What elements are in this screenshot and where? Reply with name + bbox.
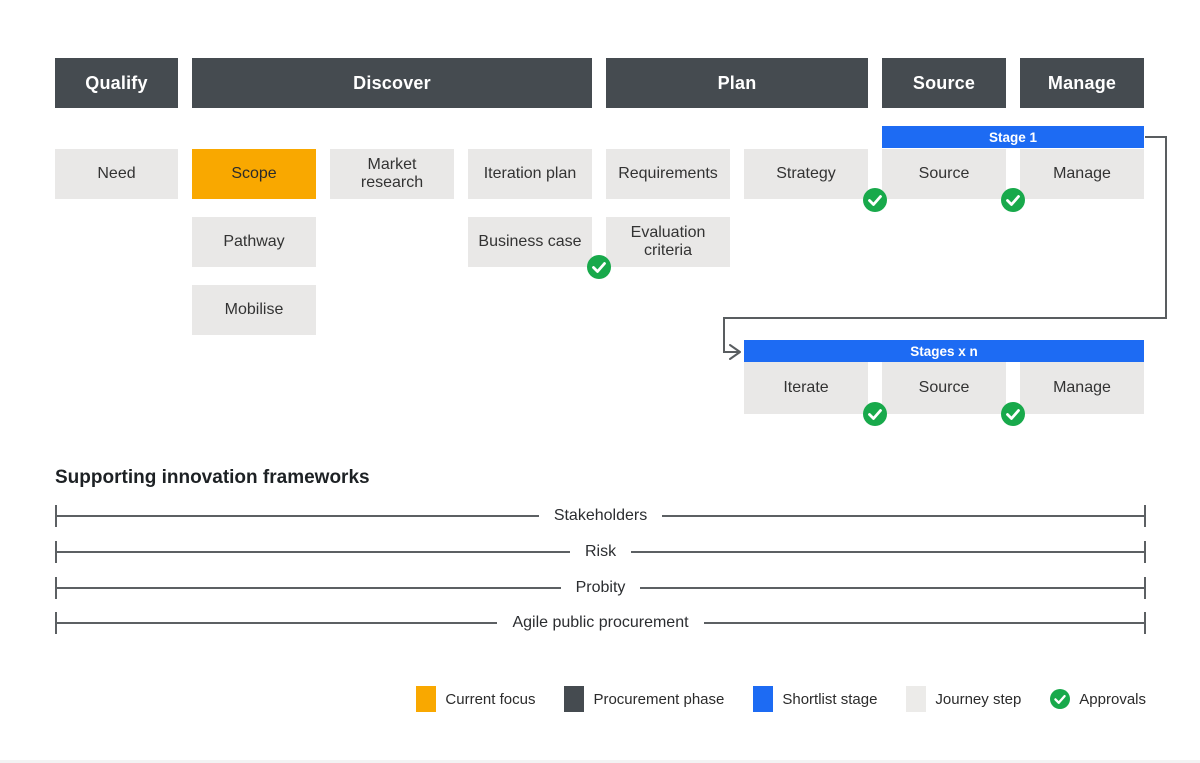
- framework-label: Stakeholders: [553, 507, 648, 524]
- line-end-tick: [1144, 541, 1147, 563]
- journey-step-pathway: Pathway: [192, 217, 316, 267]
- framework-line: [57, 551, 570, 553]
- framework-line: [662, 515, 1145, 517]
- journey-step-requirements: Requirements: [606, 149, 730, 199]
- bottom-divider: [0, 760, 1200, 763]
- check-circle-icon: [1050, 689, 1071, 709]
- procurement-phase-swatch-icon: [564, 686, 585, 712]
- frameworks-heading: Supporting innovation frameworks: [55, 467, 370, 488]
- journey-step-iteration-plan: Iteration plan: [468, 149, 592, 199]
- framework-line-agile-public-procurement: Agile public procurement: [55, 611, 1146, 635]
- shortlist-stage-swatch-icon: [753, 686, 774, 712]
- framework-line: [631, 551, 1145, 553]
- line-end-tick: [1144, 505, 1147, 527]
- legend-item-approvals: Approvals: [1050, 689, 1146, 709]
- line-end-tick: [55, 505, 57, 527]
- phase-box-plan: Plan: [606, 58, 868, 108]
- framework-line: [57, 515, 539, 517]
- legend-label: Journey step: [935, 690, 1022, 708]
- legend-label: Approvals: [1079, 690, 1146, 708]
- framework-line: [703, 622, 1144, 624]
- framework-line: [640, 587, 1145, 589]
- framework-line: [57, 622, 498, 624]
- framework-label: Risk: [584, 543, 617, 560]
- legend-label: Shortlist stage: [782, 690, 878, 708]
- journey-step-business-case: Business case: [468, 217, 592, 267]
- journey-step-manage: Manage: [1020, 149, 1144, 199]
- framework-line-stakeholders: Stakeholders: [55, 504, 1147, 528]
- line-end-tick: [1144, 577, 1147, 599]
- phase-box-qualify: Qualify: [55, 58, 178, 108]
- approval-check-icon: [587, 255, 611, 279]
- legend-label: Current focus: [445, 690, 536, 708]
- framework-label: Agile public procurement: [512, 614, 689, 631]
- approval-check-icon: [863, 402, 887, 426]
- framework-label: Probity: [575, 579, 626, 596]
- journey-step-evaluation-criteria: Evaluation criteria: [606, 217, 730, 267]
- line-end-tick: [55, 541, 57, 563]
- line-end-tick: [55, 612, 57, 634]
- line-end-tick: [1144, 612, 1146, 634]
- legend-item-shortlist-stage: Shortlist stage: [753, 686, 877, 712]
- journey-step-scope: Scope: [192, 149, 316, 199]
- journey-step-market-research: Market research: [330, 149, 454, 199]
- stage-step-source: Source: [882, 362, 1006, 414]
- journey-step-swatch-icon: [906, 686, 927, 712]
- journey-step-strategy: Strategy: [744, 149, 868, 199]
- stage-step-iterate: Iterate: [744, 362, 868, 414]
- legend: Current focus Procurement phase Shortlis…: [416, 685, 1146, 713]
- current-focus-swatch-icon: [416, 686, 437, 712]
- approval-check-icon: [1001, 188, 1025, 212]
- journey-step-need: Need: [55, 149, 178, 199]
- legend-item-journey-step: Journey step: [906, 686, 1021, 712]
- legend-item-procurement-phase: Procurement phase: [564, 686, 724, 712]
- approval-check-icon: [863, 188, 887, 212]
- framework-line-probity: Probity: [55, 576, 1147, 600]
- legend-label: Procurement phase: [593, 690, 725, 708]
- line-end-tick: [55, 577, 57, 599]
- journey-step-source: Source: [882, 149, 1006, 199]
- framework-line-risk: Risk: [55, 540, 1147, 564]
- journey-step-mobilise: Mobilise: [192, 285, 316, 335]
- phase-box-source: Source: [882, 58, 1006, 108]
- framework-line: [57, 587, 561, 589]
- phase-box-discover: Discover: [192, 58, 592, 108]
- approval-check-icon: [1001, 402, 1025, 426]
- legend-item-current-focus: Current focus: [416, 686, 535, 712]
- stage1-bar: Stage 1: [882, 126, 1144, 148]
- stages-xn-bar: Stages x n: [744, 340, 1144, 362]
- stage-step-manage: Manage: [1020, 362, 1144, 414]
- phase-box-manage: Manage: [1020, 58, 1144, 108]
